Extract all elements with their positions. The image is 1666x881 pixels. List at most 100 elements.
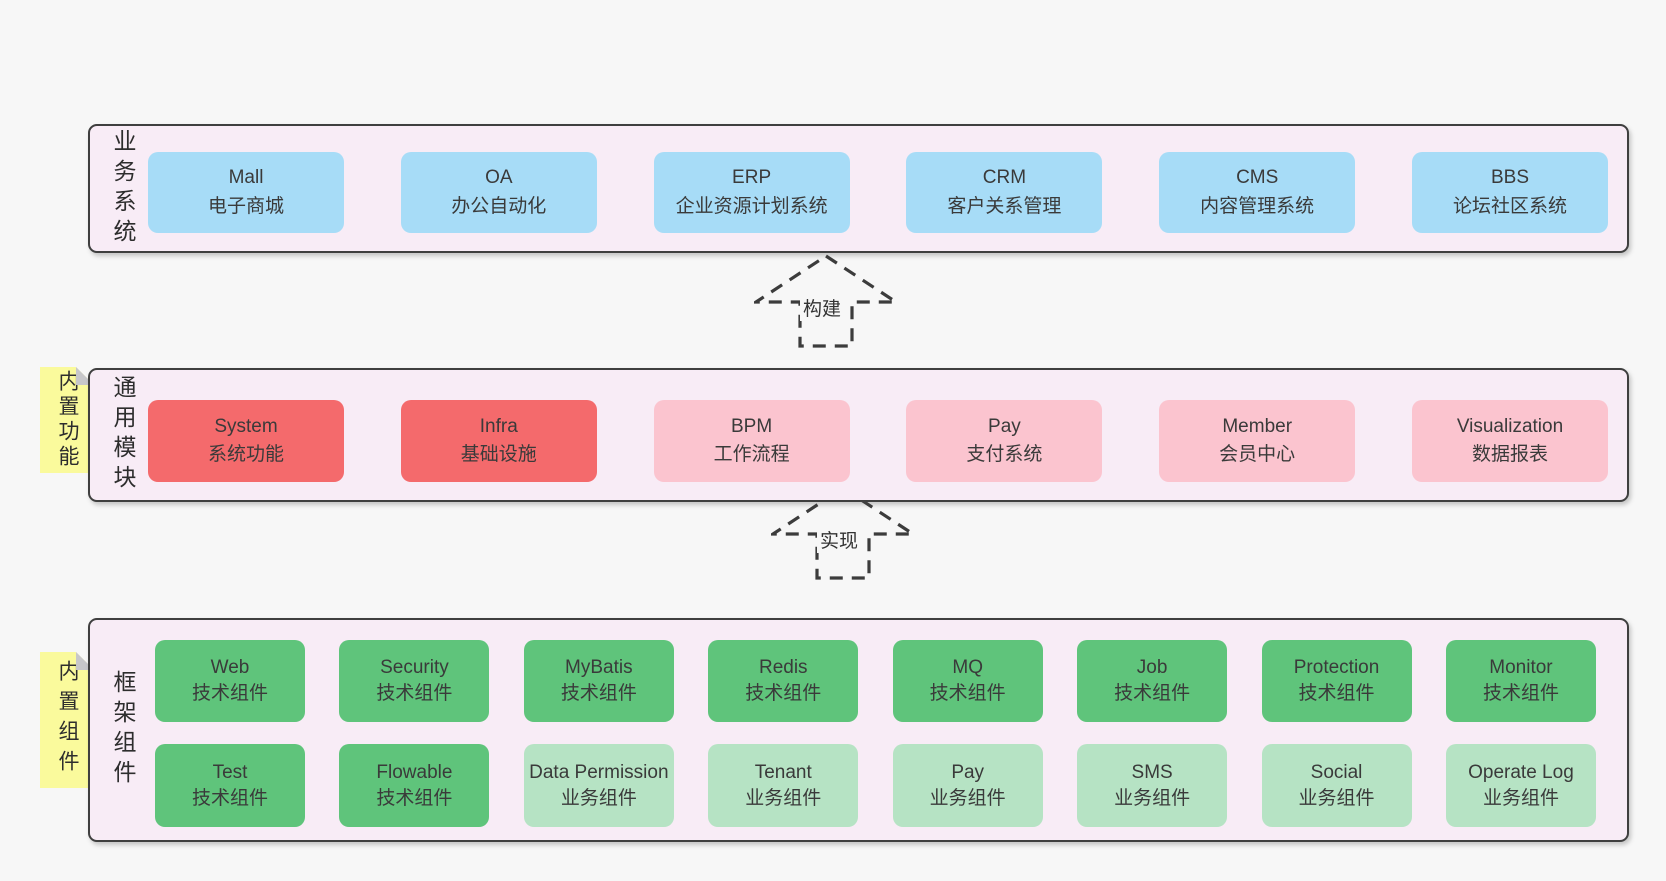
box-visualization-desc: 数据报表 — [1471, 444, 1548, 465]
box-data-permission: Data Permission 业务组件 — [523, 744, 674, 827]
box-monitor-name: Monitor — [1489, 657, 1553, 679]
box-operate-log-desc: 业务组件 — [1482, 787, 1559, 809]
box-bbs-name: BBS — [1490, 167, 1529, 188]
framework-components-label: 框架组件 — [110, 670, 136, 790]
box-bpm-desc: 工作流程 — [713, 444, 790, 465]
box-sms: SMS 业务组件 — [1077, 744, 1228, 827]
built-in-components-sticky-note: 内置组件 — [40, 652, 94, 788]
box-pay-module-desc: 支付系统 — [966, 444, 1043, 465]
box-mybatis: MyBatis 技术组件 — [523, 640, 674, 722]
box-mall-desc: 电子商城 — [207, 195, 284, 217]
box-sms-desc: 业务组件 — [1114, 787, 1191, 809]
built-in-features-sticky-label: 内置功能 — [56, 370, 79, 470]
box-protection: Protection 技术组件 — [1261, 640, 1412, 722]
box-crm-name: CRM — [982, 167, 1027, 188]
business-systems-row: Mall 电子商城 OA 办公自动化 ERP 企业资源计划系统 CRM 客户关系… — [148, 152, 1608, 233]
box-redis-desc: 技术组件 — [745, 683, 822, 704]
box-web-name: Web — [210, 657, 250, 679]
box-visualization: Visualization 数据报表 — [1411, 400, 1608, 482]
box-cms-desc: 内容管理系统 — [1200, 195, 1315, 217]
box-crm: CRM 客户关系管理 — [906, 152, 1103, 233]
box-social-name: Social — [1310, 761, 1363, 783]
box-web: Web 技术组件 — [155, 640, 305, 722]
common-modules-row: System 系统功能 Infra 基础设施 BPM 工作流程 Pay 支付系统… — [148, 400, 1608, 482]
framework-components-row-2: Test 技术组件 Flowable 技术组件 Data Permission … — [155, 744, 1596, 827]
box-security: Security 技术组件 — [339, 640, 490, 722]
box-security-name: Security — [380, 657, 449, 679]
box-pay-component-name: Pay — [951, 761, 985, 783]
box-security-desc: 技术组件 — [376, 683, 453, 704]
box-mybatis-desc: 技术组件 — [560, 683, 637, 704]
box-test-desc: 技术组件 — [191, 787, 268, 809]
box-job-name: Job — [1136, 657, 1168, 679]
framework-components-panel: 框架组件 Web 技术组件 Security 技术组件 MyBatis 技术组件… — [88, 618, 1629, 842]
box-protection-desc: 技术组件 — [1298, 683, 1375, 704]
box-social-desc: 业务组件 — [1298, 787, 1375, 809]
box-infra-desc: 基础设施 — [460, 444, 537, 465]
box-bpm-name: BPM — [731, 415, 773, 437]
box-infra-name: Infra — [479, 415, 518, 437]
build-arrow-label: 构建 — [800, 294, 845, 321]
box-monitor-desc: 技术组件 — [1482, 683, 1559, 704]
box-social: Social 业务组件 — [1261, 744, 1412, 827]
box-visualization-name: Visualization — [1456, 415, 1564, 437]
box-tenant: Tenant 业务组件 — [708, 744, 859, 827]
box-oa-name: OA — [485, 167, 513, 188]
box-pay-module: Pay 支付系统 — [906, 400, 1103, 482]
box-operate-log: Operate Log 业务组件 — [1445, 744, 1596, 827]
box-oa-desc: 办公自动化 — [451, 195, 547, 217]
box-tenant-name: Tenant — [754, 761, 812, 783]
box-crm-desc: 客户关系管理 — [947, 195, 1062, 217]
box-member: Member 会员中心 — [1159, 400, 1356, 482]
box-test-name: Test — [212, 761, 248, 783]
box-mq-name: MQ — [952, 657, 983, 679]
box-bbs: BBS 论坛社区系统 — [1411, 152, 1608, 233]
box-flowable: Flowable 技术组件 — [339, 744, 490, 827]
build-arrow-icon — [754, 254, 898, 348]
box-cms-name: CMS — [1236, 167, 1279, 188]
box-cms: CMS 内容管理系统 — [1159, 152, 1356, 233]
box-mybatis-name: MyBatis — [565, 657, 633, 679]
common-modules-panel: 通用模块 System 系统功能 Infra 基础设施 BPM 工作流程 Pay… — [88, 368, 1629, 502]
box-infra: Infra 基础设施 — [400, 400, 597, 482]
box-mall-name: Mall — [228, 167, 264, 188]
box-flowable-name: Flowable — [376, 761, 453, 783]
built-in-components-sticky-label: 内置组件 — [56, 660, 79, 780]
box-job: Job 技术组件 — [1077, 640, 1228, 722]
box-redis: Redis 技术组件 — [708, 640, 859, 722]
box-pay-module-name: Pay — [988, 415, 1021, 437]
box-system-desc: 系统功能 — [207, 444, 284, 465]
box-erp-name: ERP — [732, 167, 772, 188]
box-oa: OA 办公自动化 — [400, 152, 597, 233]
box-member-name: Member — [1222, 415, 1293, 437]
box-redis-name: Redis — [758, 657, 808, 679]
box-erp: ERP 企业资源计划系统 — [653, 152, 850, 233]
framework-components-row-1: Web 技术组件 Security 技术组件 MyBatis 技术组件 Redi… — [155, 640, 1596, 722]
box-pay-component: Pay 业务组件 — [892, 744, 1043, 827]
box-system: System 系统功能 — [148, 400, 344, 482]
box-bpm: BPM 工作流程 — [653, 400, 850, 482]
implement-arrow-label: 实现 — [817, 526, 862, 553]
box-system-name: System — [214, 415, 278, 437]
box-sms-name: SMS — [1131, 761, 1173, 783]
box-job-desc: 技术组件 — [1114, 683, 1191, 704]
box-erp-desc: 企业资源计划系统 — [675, 195, 828, 217]
common-modules-label: 通用模块 — [110, 375, 136, 495]
box-tenant-desc: 业务组件 — [745, 787, 822, 809]
box-operate-log-name: Operate Log — [1468, 761, 1574, 783]
box-web-desc: 技术组件 — [191, 683, 268, 704]
box-member-desc: 会员中心 — [1219, 444, 1296, 465]
box-monitor: Monitor 技术组件 — [1445, 640, 1596, 722]
box-mq: MQ 技术组件 — [892, 640, 1043, 722]
box-test: Test 技术组件 — [155, 744, 305, 827]
box-pay-component-desc: 业务组件 — [929, 787, 1006, 809]
business-systems-label: 业务系统 — [110, 128, 136, 249]
box-mq-desc: 技术组件 — [929, 683, 1006, 704]
box-flowable-desc: 技术组件 — [376, 787, 453, 809]
box-data-permission-name: Data Permission — [529, 761, 669, 783]
implement-arrow-icon — [771, 486, 915, 580]
box-bbs-desc: 论坛社区系统 — [1452, 195, 1567, 217]
box-protection-name: Protection — [1293, 657, 1380, 679]
box-data-permission-desc: 业务组件 — [560, 787, 637, 809]
box-mall: Mall 电子商城 — [148, 152, 344, 233]
